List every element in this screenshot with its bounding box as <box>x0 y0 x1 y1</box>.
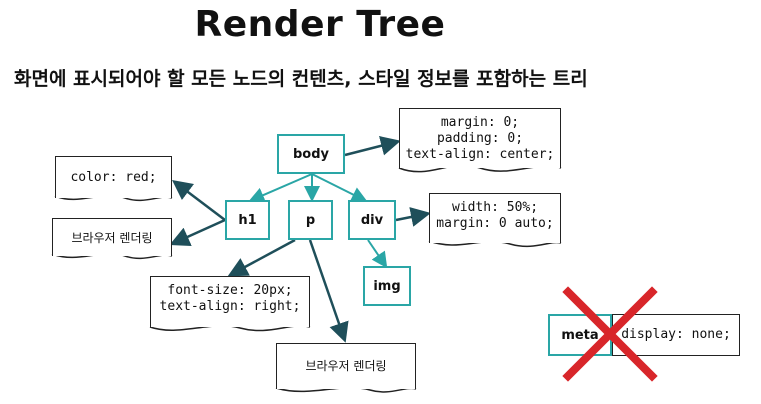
note-body-style: margin: 0; padding: 0; text-align: cente… <box>399 108 561 168</box>
excluded-x-mark <box>562 286 658 382</box>
diagram-title: Render Tree <box>194 4 446 45</box>
edge-body-div <box>311 173 368 202</box>
note-meta-style: display: none; <box>612 314 740 356</box>
arrow-p-style <box>227 238 296 277</box>
note-h1-style: color: red; <box>55 156 172 198</box>
note-h1-render: 브라우저 렌더링 <box>52 218 172 256</box>
arrow-h1-render <box>169 218 226 246</box>
arrow-p-render <box>308 239 349 343</box>
note-p-style: font-size: 20px; text-align: right; <box>150 276 310 327</box>
node-h1: h1 <box>225 200 270 240</box>
node-img: img <box>363 266 411 306</box>
node-div: div <box>348 200 396 240</box>
node-p: p <box>288 200 333 240</box>
node-body: body <box>277 134 345 174</box>
note-edge-div-style <box>428 240 562 248</box>
edge-body-h1 <box>248 173 313 203</box>
diagram-subtitle: 화면에 표시되어야 할 모든 노드의 컨텐츠, 스타일 정보를 포함하는 트리 <box>14 68 588 90</box>
note-div-style: width: 50%; margin: 0 auto; <box>429 193 561 243</box>
arrow-div-style <box>395 207 431 227</box>
note-p-render: 브라우저 렌더링 <box>276 343 416 389</box>
note-edge-p-render <box>275 386 417 393</box>
arrow-body-style <box>344 136 401 157</box>
edge-div-img <box>367 239 388 269</box>
arrow-h1-style <box>172 179 226 221</box>
